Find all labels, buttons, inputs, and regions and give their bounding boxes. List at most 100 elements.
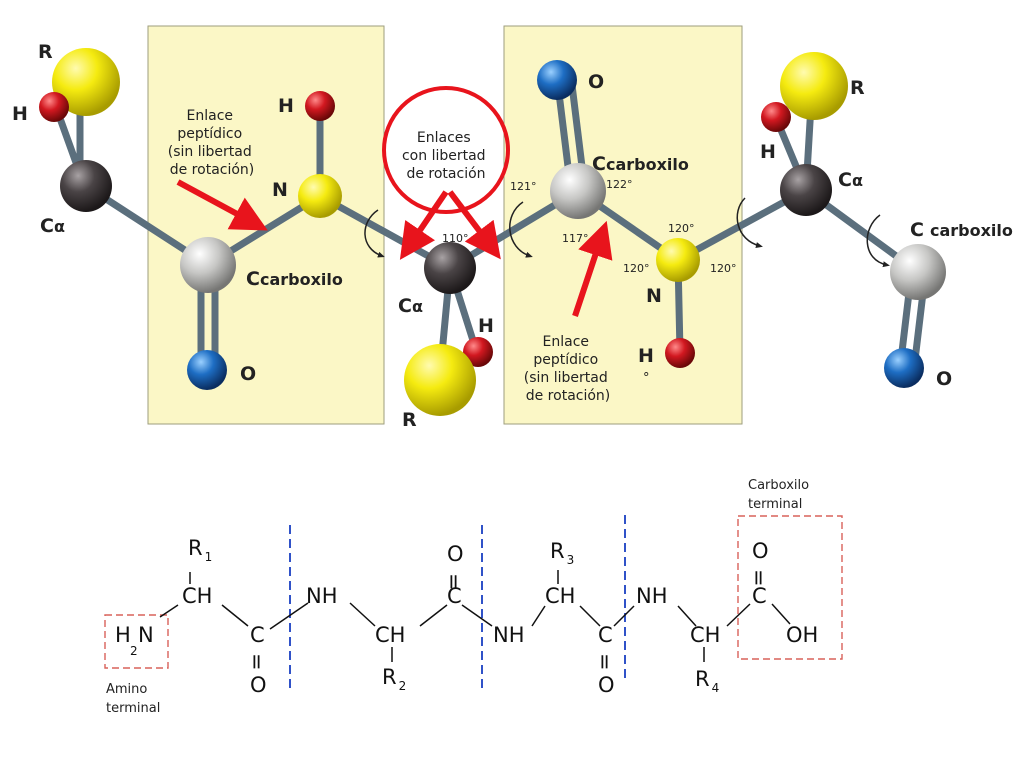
atom-label-c-alpha: Cα	[40, 215, 65, 237]
bond-angle: 120°	[623, 262, 650, 275]
carbonyl-o: O	[447, 542, 464, 566]
carbonyl-c: C	[250, 623, 265, 647]
red-arrow-icon	[399, 190, 449, 260]
bond-angle: 122°	[606, 178, 633, 191]
atom-label-n: N	[646, 285, 662, 307]
oxygen-atom	[537, 60, 577, 100]
carboxyl-carbon-atom	[890, 244, 946, 300]
nh-group: NH	[306, 584, 338, 608]
carbonyl-c: C	[447, 584, 462, 608]
h2n-subscript: 2	[130, 644, 138, 658]
bond-angle: 121°	[510, 180, 537, 193]
red-arrow-icon	[176, 179, 268, 231]
hydrogen-atom	[39, 92, 69, 122]
atom-label-h: H	[760, 141, 776, 163]
atom-label-c-alpha: Cα	[838, 169, 863, 191]
formula-bond	[159, 604, 179, 618]
formula-bond	[613, 605, 635, 627]
formula-bond	[771, 603, 791, 625]
nh-group: NH	[493, 623, 525, 647]
formula-bond	[677, 605, 697, 627]
peptide-bond-note: Enlace peptídico (sin libertad de rotaci…	[524, 334, 612, 404]
nh-group: NH	[636, 584, 668, 608]
formula-bond	[419, 604, 448, 627]
atom-label-o: O	[936, 368, 952, 390]
bond-angle: 117°	[562, 232, 589, 245]
hydrogen-atom	[761, 102, 791, 132]
oxygen-atom	[884, 348, 924, 388]
nitrogen-atom	[656, 238, 700, 282]
red-arrow-icon	[572, 220, 613, 317]
alpha-carbon-atom	[780, 164, 832, 216]
h2n-h: H	[115, 623, 131, 647]
hydrogen-atom	[463, 337, 493, 367]
carbonyl-o: O	[250, 673, 267, 697]
carboxyl-terminal-box	[737, 515, 843, 660]
atom-label-r: R	[850, 77, 865, 99]
formula-bond	[269, 602, 309, 630]
peptide-plane-panel-left	[147, 25, 385, 425]
double-bond: =	[442, 573, 466, 591]
rotation-arrow-icon	[866, 214, 890, 268]
peptide-bond-note: Enlace peptídico (sin libertad de rotaci…	[168, 108, 256, 178]
rotation-arrow-icon	[736, 197, 763, 248]
carbonyl-c: C	[598, 623, 613, 647]
atom-label-h: H	[478, 315, 494, 337]
formula-bond	[579, 605, 601, 627]
red-arrow-icon	[447, 190, 501, 260]
atom-label-r: R	[402, 409, 417, 431]
highlight-marks	[176, 86, 613, 317]
amino-terminal-label: Amino terminal	[106, 682, 160, 716]
formula-bond	[221, 604, 249, 627]
r-group-atom	[404, 344, 476, 416]
atom-labels: R H Cα Ccarboxilo O H N Cα H R O Ccarbox…	[12, 41, 1013, 431]
hydroxyl-group: OH	[786, 623, 818, 647]
hydrogen-atom	[665, 338, 695, 368]
atom-label-c-carboxilo: Ccarboxilo	[246, 268, 343, 290]
atom-label-o: O	[588, 71, 604, 93]
rotating-bonds-highlight-circle	[382, 86, 510, 214]
ch-group: CH	[545, 584, 575, 608]
bond-angles: 110° 121° 122° 117° 120° 120° 120°	[442, 178, 737, 275]
atom-label-h: H	[278, 95, 294, 117]
rotation-arrow-icon	[364, 209, 385, 258]
atom-label-h: H	[638, 345, 654, 367]
molecule-atoms	[39, 48, 946, 416]
bond-angle: 110°	[442, 232, 469, 245]
formula-bond	[461, 604, 493, 627]
carboxyl-carbon-atom	[180, 237, 236, 293]
formula-bond	[349, 602, 376, 627]
oxygen-atom	[187, 350, 227, 390]
r-group-atom	[52, 48, 120, 116]
nitrogen-atom	[298, 174, 342, 218]
ch-group: CH	[182, 584, 212, 608]
degree-mark: °	[643, 371, 650, 386]
ch-group: CH	[375, 623, 405, 647]
h2n-n: N	[138, 623, 154, 647]
annotations: Enlace peptídico (sin libertad de rotaci…	[168, 108, 612, 404]
formula-bonds	[159, 570, 791, 662]
atom-label-r: R	[38, 41, 53, 63]
rotation-arrows	[364, 197, 890, 268]
alpha-carbon-atom	[424, 242, 476, 294]
formula-bond	[726, 603, 751, 627]
atom-label-n: N	[272, 179, 288, 201]
atom-label-h: H	[12, 103, 28, 125]
formula-bond	[531, 605, 546, 627]
carboxyl-carbon-atom	[550, 163, 606, 219]
carbonyl-c: C	[752, 584, 767, 608]
rotating-bonds-note: Enlaces con libertad de rotación	[402, 130, 490, 182]
double-bond: =	[593, 653, 617, 671]
r-group-atom	[780, 52, 848, 120]
atom-label-c-carboxilo: Ccarboxilo	[592, 153, 689, 175]
carbonyl-o: O	[752, 539, 769, 563]
double-bond: =	[747, 569, 771, 587]
carboxyl-terminal-label: Carboxilo terminal	[748, 478, 813, 512]
